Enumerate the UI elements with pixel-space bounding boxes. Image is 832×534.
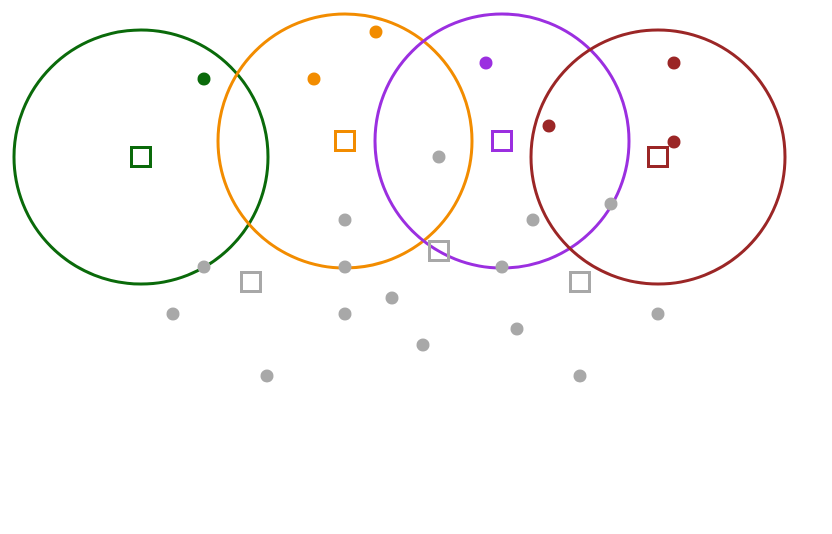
green-radius-circle	[12, 28, 270, 286]
unassigned-point	[338, 213, 352, 227]
unassigned-point	[166, 307, 180, 321]
inactive-centroid-marker	[240, 271, 262, 293]
brown-cluster-point	[542, 119, 556, 133]
orange-cluster-point	[307, 72, 321, 86]
unassigned-point	[526, 213, 540, 227]
brown-cluster-point	[667, 56, 681, 70]
unassigned-point	[197, 260, 211, 274]
green-cluster-point	[197, 72, 211, 86]
purple-cluster-point	[479, 56, 493, 70]
brown-centroid-marker	[647, 146, 669, 168]
orange-centroid-marker	[334, 130, 356, 152]
purple-centroid-marker	[491, 130, 513, 152]
unassigned-point	[495, 260, 509, 274]
unassigned-point	[510, 322, 524, 336]
unassigned-point	[338, 307, 352, 321]
brown-radius-circle	[529, 28, 787, 286]
unassigned-point	[338, 260, 352, 274]
unassigned-point	[651, 307, 665, 321]
green-centroid-marker	[130, 146, 152, 168]
unassigned-point	[260, 369, 274, 383]
unassigned-point	[416, 338, 430, 352]
brown-cluster-point	[667, 135, 681, 149]
orange-cluster-point	[369, 25, 383, 39]
unassigned-point	[573, 369, 587, 383]
purple-radius-circle	[373, 12, 631, 270]
unassigned-point	[385, 291, 399, 305]
unassigned-point	[604, 197, 618, 211]
inactive-centroid-marker	[569, 271, 591, 293]
inactive-centroid-marker	[428, 240, 450, 262]
unassigned-point	[432, 150, 446, 164]
orange-radius-circle	[216, 12, 474, 270]
